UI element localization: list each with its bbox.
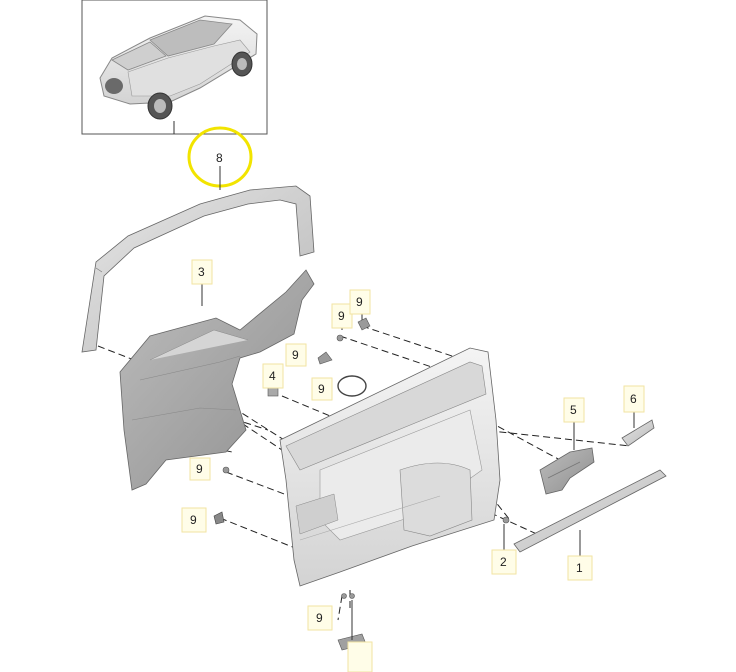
callout-6-text: 6: [630, 392, 637, 406]
callout-3: 3: [191, 259, 213, 285]
part-1-trim-strip: [513, 469, 667, 553]
callout-9-b-text: 9: [356, 295, 363, 309]
callout-9-f-text: 9: [190, 513, 197, 527]
vehicle-thumbnail: [81, 0, 268, 135]
callout-9-f: 9: [181, 507, 207, 533]
callout-9-a-text: 9: [338, 309, 345, 323]
callout-4-text: 4: [269, 369, 276, 383]
callout-9-d: 9: [311, 377, 333, 401]
part-8-window-frame-trim: [81, 185, 315, 353]
callout-3-text: 3: [198, 265, 205, 279]
callout-9-e-text: 9: [196, 462, 203, 476]
callout-9-g: 9: [307, 605, 333, 631]
callout-partial-bottom: [347, 641, 373, 672]
callout-9-d-text: 9: [318, 382, 325, 396]
callout-4: 4: [262, 363, 284, 389]
callout-1: 1: [567, 555, 593, 581]
callout-2: 2: [491, 549, 517, 575]
callout-6: 6: [623, 385, 645, 413]
callout-2-text: 2: [500, 555, 507, 569]
callout-9-g-text: 9: [316, 611, 323, 625]
part-5-door-handle: [539, 447, 595, 495]
car-illustration: [99, 15, 258, 120]
callout-8-text: 8: [216, 151, 223, 165]
callout-9-a: 9: [331, 303, 353, 329]
part-7-door-trim-panel: [279, 347, 501, 587]
callout-1-text: 1: [576, 561, 583, 575]
callout-5: 5: [563, 397, 585, 423]
callout-9-e: 9: [189, 457, 211, 481]
callout-9-c: 9: [285, 343, 307, 367]
callout-8: 8: [216, 151, 223, 165]
seal-ring: [337, 375, 367, 397]
callout-9-b: 9: [349, 289, 371, 315]
callout-5-text: 5: [570, 403, 577, 417]
part-3-inner-panel: [119, 269, 315, 491]
part-6-handle-cover: [621, 419, 655, 447]
callout-9-c-text: 9: [292, 348, 299, 362]
